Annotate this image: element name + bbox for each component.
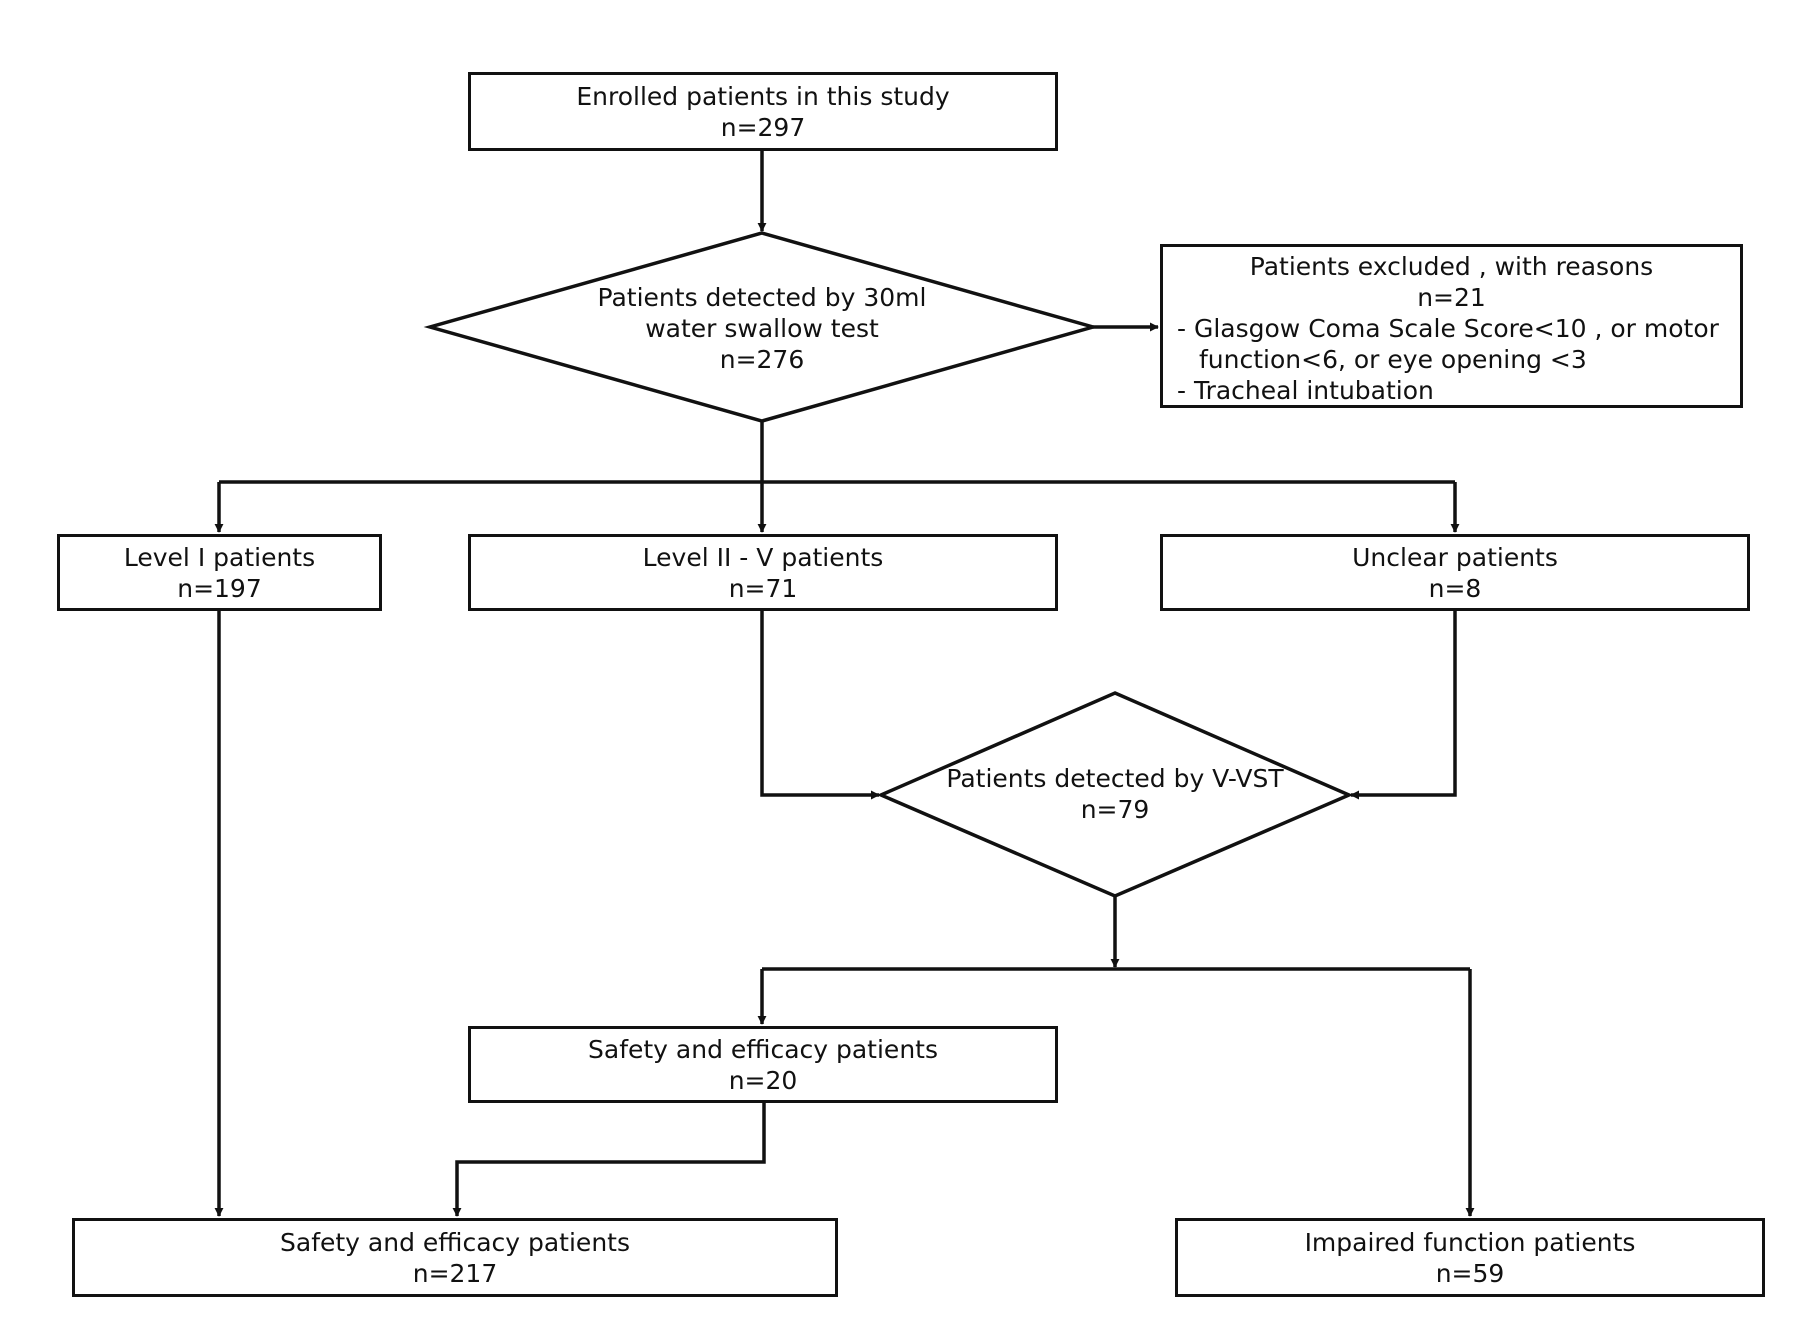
level-i-count: n=197 — [177, 573, 262, 603]
enrolled-title: Enrolled patients in this study — [576, 81, 950, 111]
enrolled-count: n=297 — [720, 112, 806, 142]
level-i-box: Level I patients n=197 — [57, 534, 382, 611]
level-ii-v-count: n=71 — [728, 573, 798, 603]
excluded-reason-1-cont: function<6, or eye opening <3 — [1199, 345, 1587, 374]
level-ii-v-title: Level II - V patients — [642, 542, 884, 572]
safety-efficacy-217-count: n=217 — [412, 1258, 498, 1288]
safety-efficacy-217-box: Safety and efficacy patients n=217 — [72, 1218, 838, 1297]
excluded-reason-1: - Glasgow Coma Scale Score<10 , or motor — [1177, 314, 1719, 343]
impaired-function-box: Impaired function patients n=59 — [1175, 1218, 1765, 1297]
wst-line2: water swallow test — [645, 313, 879, 343]
safety-efficacy-20-count: n=20 — [728, 1065, 798, 1095]
unclear-title: Unclear patients — [1352, 542, 1558, 572]
excluded-box: Patients excluded , with reasons n=21 - … — [1160, 244, 1743, 408]
excluded-title: Patients excluded , with reasons — [1249, 252, 1654, 281]
excluded-count: n=21 — [1417, 283, 1486, 312]
vvst-diamond-text: Patients detected by V-VST n=79 — [930, 762, 1300, 826]
arrow-unclear-to-vvst — [1350, 611, 1457, 800]
level-ii-v-box: Level II - V patients n=71 — [468, 534, 1058, 611]
safety-efficacy-20-title: Safety and efficacy patients — [588, 1034, 938, 1064]
safety-efficacy-217-title: Safety and efficacy patients — [280, 1227, 630, 1257]
excluded-reason-2: - Tracheal intubation — [1177, 376, 1434, 405]
arrow-level-ii-v-to-vvst — [760, 611, 880, 800]
wst-count: n=276 — [719, 344, 805, 374]
safety-efficacy-20-box: Safety and efficacy patients n=20 — [468, 1026, 1058, 1103]
impaired-function-count: n=59 — [1435, 1258, 1505, 1288]
wst-line1: Patients detected by 30ml — [597, 282, 927, 312]
wst-diamond-text: Patients detected by 30ml water swallow … — [560, 278, 964, 378]
unclear-count: n=8 — [1428, 573, 1482, 603]
unclear-box: Unclear patients n=8 — [1160, 534, 1750, 611]
vvst-title: Patients detected by V-VST — [946, 764, 1284, 793]
enrolled-box: Enrolled patients in this study n=297 — [468, 72, 1058, 151]
arrow-safety-20-to-safety-217 — [452, 1103, 766, 1217]
vvst-count: n=79 — [1080, 795, 1150, 824]
level-i-title: Level I patients — [123, 542, 316, 572]
impaired-function-title: Impaired function patients — [1304, 1227, 1636, 1257]
